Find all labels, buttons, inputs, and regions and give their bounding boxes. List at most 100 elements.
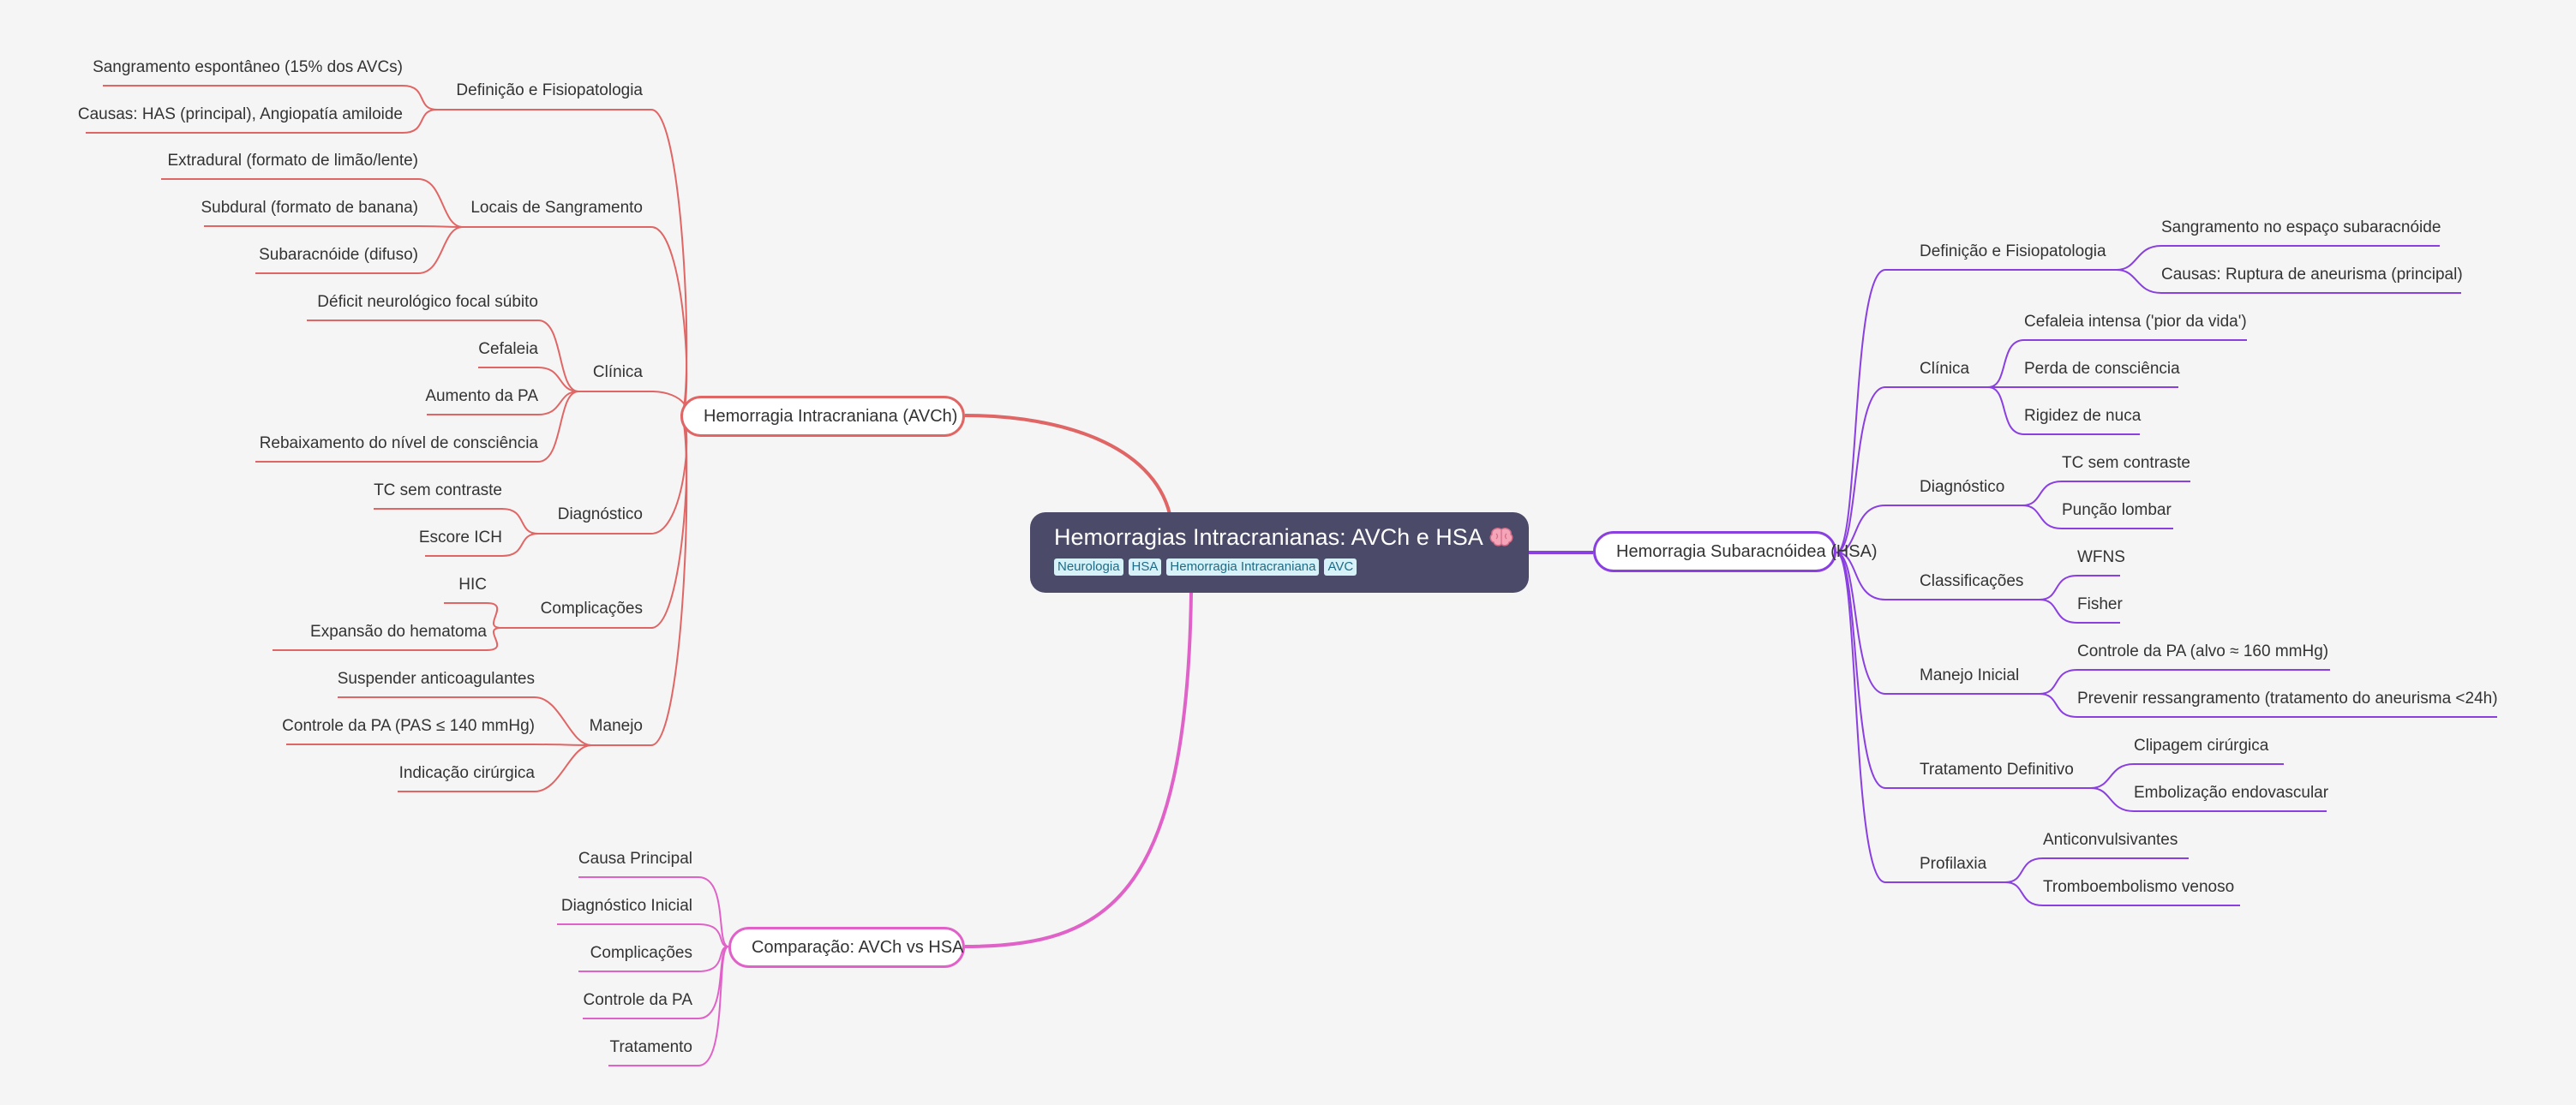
link-avch-leaf bbox=[427, 391, 579, 415]
link-avch-leaf bbox=[273, 627, 502, 651]
comp-leaf[interactable]: Controle da PA bbox=[583, 991, 692, 1009]
link-hsa-leaf bbox=[2090, 787, 2327, 812]
hsa-leaf[interactable]: TC sem contraste bbox=[2062, 454, 2190, 472]
link-hsa-leaf bbox=[2039, 669, 2330, 695]
link-hsa-leaf bbox=[2090, 763, 2284, 789]
comp-leaf[interactable]: Diagnóstico Inicial bbox=[560, 897, 692, 915]
comp-leaf[interactable]: Tratamento bbox=[609, 1038, 692, 1056]
comp-leaf[interactable]: Causa Principal bbox=[578, 850, 692, 868]
hsa-leaf[interactable]: Cefaleia intensa ('pior da vida') bbox=[2024, 313, 2247, 331]
link-root-avch bbox=[964, 414, 1171, 515]
avch-leaf[interactable]: Suspender anticoagulantes bbox=[337, 670, 535, 688]
link-root-comp bbox=[964, 592, 1193, 948]
comp-leaf[interactable]: Complicações bbox=[590, 944, 692, 962]
link-avch-leaf bbox=[374, 508, 539, 535]
link-avch-leaf bbox=[425, 533, 539, 557]
avch-leaf[interactable]: Sangramento espontâneo (15% dos AVCs) bbox=[93, 58, 403, 76]
hsa-leaf[interactable]: Punção lombar bbox=[2062, 501, 2172, 519]
avch-leaf[interactable]: Controle da PA (PAS ≤ 140 mmHg) bbox=[282, 717, 535, 735]
hsa-leaf[interactable]: Prevenir ressangramento (tratamento do a… bbox=[2077, 690, 2498, 708]
hsa-group-definicao[interactable]: Definição e Fisiopatologia bbox=[1920, 242, 2106, 260]
link-hsa-group bbox=[1836, 386, 1988, 553]
link-hsa-leaf bbox=[2022, 481, 2190, 506]
tag-neurologia[interactable]: Neurologia bbox=[1054, 558, 1123, 576]
hsa-leaf[interactable]: Clipagem cirúrgica bbox=[2134, 737, 2269, 755]
tag-avc[interactable]: AVC bbox=[1324, 558, 1357, 576]
link-comp-leaf bbox=[578, 876, 729, 947]
central-topic[interactable]: Hemorragias Intracranianas: AVCh e HSA N… bbox=[1030, 512, 1529, 593]
link-comp-leaf bbox=[608, 946, 729, 1066]
avch-leaf[interactable]: Indicação cirúrgica bbox=[398, 764, 535, 782]
avch-group-locais[interactable]: Locais de Sangramento bbox=[470, 199, 643, 217]
tag-hemorragia-intracraniana[interactable]: Hemorragia Intracraniana bbox=[1166, 558, 1320, 576]
brain-icon bbox=[1489, 528, 1513, 547]
link-hsa-leaf bbox=[2022, 505, 2173, 529]
branch-hsa[interactable]: Hemorragia Subaracnóidea (HSA) bbox=[1593, 531, 1878, 572]
hsa-group-manejo-inicial[interactable]: Manejo Inicial bbox=[1920, 666, 2020, 684]
avch-leaf[interactable]: TC sem contraste bbox=[374, 481, 502, 499]
link-hsa-group bbox=[1836, 552, 2091, 789]
hsa-group-classificacoes[interactable]: Classificações bbox=[1920, 572, 2024, 590]
link-hsa-leaf bbox=[2116, 245, 2440, 271]
link-hsa-leaf bbox=[1987, 386, 2140, 435]
link-avch-leaf bbox=[398, 744, 592, 792]
hsa-leaf[interactable]: Rigidez de nuca bbox=[2024, 407, 2142, 425]
link-hsa-group bbox=[1836, 505, 2022, 553]
link-avch-leaf bbox=[338, 696, 592, 746]
link-hsa-leaf bbox=[2116, 269, 2461, 294]
avch-leaf[interactable]: Subdural (formato de banana) bbox=[201, 199, 419, 217]
avch-group-definicao[interactable]: Definição e Fisiopatologia bbox=[456, 81, 643, 99]
link-avch-leaf bbox=[255, 226, 464, 274]
avch-leaf[interactable]: Rebaixamento do nível de consciência bbox=[259, 434, 538, 452]
avch-group-clinica[interactable]: Clínica bbox=[592, 363, 643, 381]
hsa-leaf[interactable]: Embolização endovascular bbox=[2134, 784, 2329, 802]
link-avch-group bbox=[591, 415, 688, 746]
link-hsa-group bbox=[1836, 269, 2117, 553]
hsa-group-profilaxia[interactable]: Profilaxia bbox=[1920, 855, 1987, 873]
branch-avch[interactable]: Hemorragia Intracraniana (AVCh) bbox=[680, 396, 965, 437]
hsa-leaf[interactable]: Controle da PA (alvo ≈ 160 mmHg) bbox=[2077, 642, 2329, 660]
avch-leaf[interactable]: Cefaleia bbox=[478, 340, 538, 358]
avch-leaf[interactable]: Expansão do hematoma bbox=[310, 623, 487, 641]
hsa-group-clinica[interactable]: Clínica bbox=[1920, 360, 1970, 378]
tag-hsa[interactable]: HSA bbox=[1128, 558, 1162, 576]
hsa-leaf[interactable]: Perda de consciência bbox=[2024, 360, 2180, 378]
link-avch-leaf bbox=[86, 109, 438, 134]
central-topic-title: Hemorragias Intracranianas: AVCh e HSA bbox=[1054, 523, 1513, 552]
avch-leaf[interactable]: Escore ICH bbox=[418, 529, 502, 547]
link-hsa-leaf bbox=[2004, 881, 2240, 906]
hsa-leaf[interactable]: WFNS bbox=[2077, 548, 2125, 566]
avch-leaf[interactable]: Déficit neurológico focal súbito bbox=[317, 293, 538, 311]
hsa-group-diagnostico[interactable]: Diagnóstico bbox=[1920, 478, 2005, 496]
hsa-leaf[interactable]: Anticonvulsivantes bbox=[2043, 831, 2178, 849]
avch-group-diagnostico[interactable]: Diagnóstico bbox=[557, 505, 643, 523]
link-hsa-leaf bbox=[2039, 599, 2120, 624]
link-avch-leaf bbox=[478, 367, 579, 392]
avch-leaf[interactable]: HIC bbox=[458, 576, 487, 594]
avch-group-manejo[interactable]: Manejo bbox=[589, 717, 643, 735]
avch-leaf[interactable]: Causas: HAS (principal), Angiopatía amil… bbox=[77, 105, 403, 123]
link-avch-leaf bbox=[204, 225, 464, 228]
link-hsa-leaf bbox=[2039, 693, 2497, 718]
link-avch-leaf bbox=[103, 85, 438, 110]
link-hsa-leaf bbox=[1987, 339, 2247, 388]
avch-leaf[interactable]: Aumento da PA bbox=[425, 387, 538, 405]
avch-leaf[interactable]: Subaracnóide (difuso) bbox=[259, 246, 418, 264]
hsa-leaf[interactable]: Tromboembolismo venoso bbox=[2043, 878, 2235, 896]
link-avch-leaf bbox=[286, 744, 592, 746]
branch-comparacao[interactable]: Comparação: AVCh vs HSA bbox=[728, 927, 965, 968]
central-topic-text: Hemorragias Intracranianas: AVCh e HSA bbox=[1054, 524, 1483, 550]
hsa-leaf[interactable]: Fisher bbox=[2077, 595, 2123, 613]
link-hsa-leaf bbox=[2004, 857, 2189, 883]
avch-leaf[interactable]: Extradural (formato de limão/lente) bbox=[167, 152, 418, 170]
avch-group-complicacoes[interactable]: Complicações bbox=[540, 600, 643, 618]
link-hsa-group bbox=[1836, 552, 2040, 695]
hsa-group-tratamento[interactable]: Tratamento Definitivo bbox=[1920, 761, 2074, 779]
hsa-leaf[interactable]: Causas: Ruptura de aneurisma (principal) bbox=[2161, 266, 2463, 284]
link-hsa-group bbox=[1836, 552, 2005, 883]
link-comp-leaf bbox=[578, 946, 729, 972]
hsa-leaf[interactable]: Sangramento no espaço subaracnóide bbox=[2161, 218, 2441, 236]
